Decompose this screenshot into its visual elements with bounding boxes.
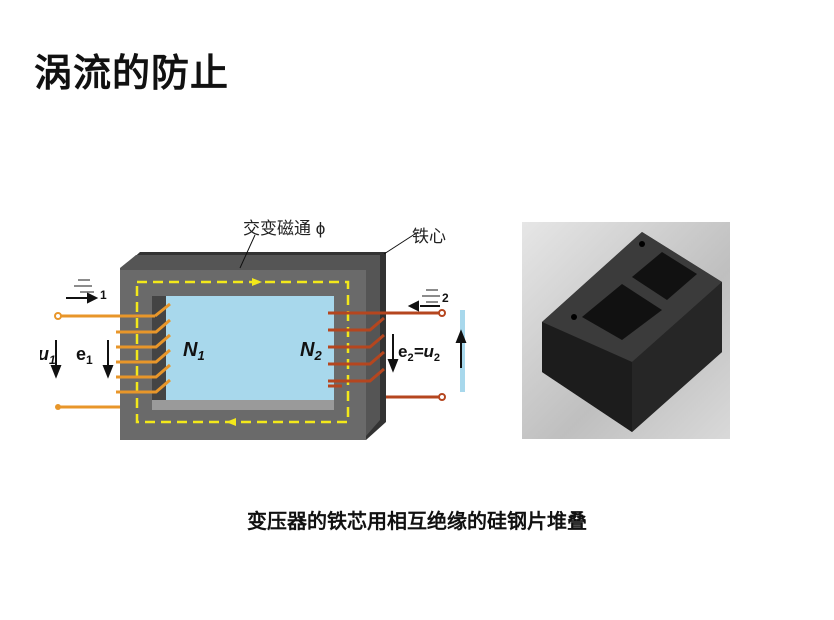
- slide-title: 涡流的防止: [34, 51, 230, 95]
- flux-path: [135, 280, 350, 424]
- svg-text:e1: e1: [76, 344, 93, 367]
- e2-label: e: [398, 342, 407, 361]
- svg-text:u1: u1: [40, 344, 56, 367]
- primary-turns-label: N: [183, 339, 198, 361]
- core-label: 铁心: [412, 227, 446, 246]
- svg-text:N2: N2: [300, 339, 322, 363]
- caption: 变压器的铁芯用相互绝缘的硅钢片堆叠: [247, 509, 587, 533]
- u1-sub: 1: [49, 353, 56, 367]
- u1-label: u: [40, 344, 49, 364]
- e2-sub: 2: [407, 352, 413, 364]
- secondary-turns-sub: 2: [313, 348, 322, 363]
- core-window: [152, 296, 334, 410]
- primary-turns-sub: 1: [197, 348, 204, 363]
- flux-arrow-top: [252, 278, 262, 286]
- svg-text:e2=u2: e2=u2: [398, 342, 440, 364]
- e1-label: e: [76, 344, 86, 364]
- flux-arrow-bottom: [226, 418, 236, 426]
- u2-bar: [460, 310, 465, 392]
- u2-label: =u: [414, 342, 435, 361]
- svg-text:N1: N1: [183, 339, 205, 363]
- current2-sub: 2: [442, 291, 449, 305]
- current1-sub: 1: [100, 288, 107, 302]
- u2-sub: 2: [434, 352, 440, 364]
- transformer-diagram: 交变磁通 ϕ 铁心 N1 N2 u1 e1 e2=u2 1 2: [38, 210, 480, 450]
- e1-sub: 1: [86, 353, 93, 367]
- flux-label: 交变磁通 ϕ: [243, 219, 325, 238]
- secondary-coil: [328, 311, 442, 399]
- secondary-turns-label: N: [300, 339, 315, 361]
- primary-coil: [58, 302, 171, 409]
- laminated-core-photo: [522, 222, 730, 439]
